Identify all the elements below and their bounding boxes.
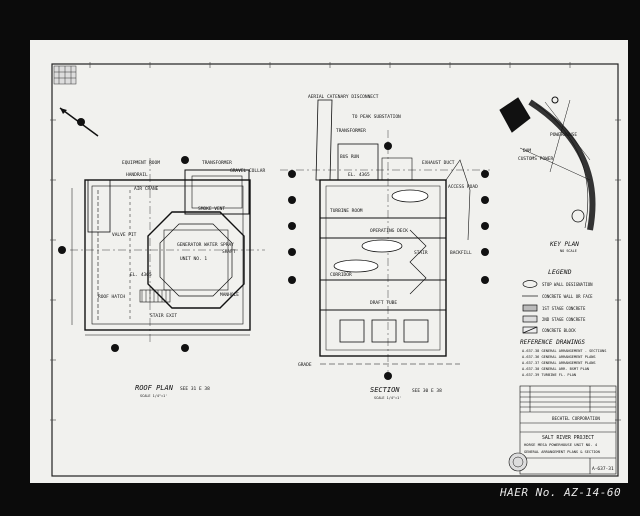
legend-title: LEGEND [548,268,572,276]
section-title: SECTION [370,386,400,394]
svg-text:A-637-36 GENERAL ARRANGEMENT: A-637-36 GENERAL ARRANGEMENT PLANS [522,355,596,359]
section-ref: SEE 30 E 38 [412,388,442,394]
key-plan-scale: NO SCALE [560,249,577,253]
key-plan [499,96,596,231]
section-callout-oval-2 [361,239,403,253]
roof-plan-scale: SCALE 1/4"=1' [140,394,167,398]
reference-title: REFERENCE DRAWINGS [520,339,585,346]
svg-text:SHAFT: SHAFT [222,249,236,255]
svg-text:AIR CRANE: AIR CRANE [134,186,159,192]
title-company: BECHTEL CORPORATION [552,416,600,421]
title-sheet-number: A-637-31 [592,466,614,472]
section-scale: SCALE 1/4"=1' [374,396,401,400]
title-block [519,385,617,475]
svg-text:DAM: DAM [523,148,531,154]
svg-text:GRADE: GRADE [298,362,312,368]
svg-text:DRAFT TUBE: DRAFT TUBE [370,300,397,306]
svg-text:VALVE PIT: VALVE PIT [112,232,137,238]
drawing-sheet: EQUIPMENT ROOM HANDRAIL TRANSFORMER GRAV… [30,40,628,483]
sheet-border [51,63,619,477]
svg-text:POWERHOUSE: POWERHOUSE [550,132,577,138]
roof-plan [70,158,265,345]
section-view [280,99,490,380]
svg-text:ACCESS ROAD: ACCESS ROAD [448,184,478,190]
svg-text:UNIT NO. 1: UNIT NO. 1 [180,256,207,262]
svg-text:TURBINE ROOM: TURBINE ROOM [330,208,363,214]
reference-items: A-637-38 GENERAL ARRANGEMENT - SECTIONS … [522,349,606,377]
key-plan-labels: POWERHOUSE DAM CUSTOMS POWER [518,132,577,162]
svg-text:EL. 4365: EL. 4365 [348,172,370,178]
svg-text:A-637-30 GENERAL ARR. BSMT PL: A-637-30 GENERAL ARR. BSMT PLAN [522,367,589,371]
svg-text:BACKFILL: BACKFILL [450,250,472,256]
svg-text:CONCRETE BLOCK: CONCRETE BLOCK [542,328,576,333]
svg-text:BUS RUN: BUS RUN [340,154,359,160]
roof-plan-title: ROOF PLAN [135,384,174,392]
corner-grid [53,65,77,85]
legend-swatches [522,280,538,334]
haer-stamp: HAER No. AZ-14-60 [500,486,622,499]
title-project: SALT RIVER PROJECT [542,435,594,441]
svg-text:ROOF HATCH: ROOF HATCH [98,294,125,300]
svg-text:TRANSFORMER: TRANSFORMER [202,160,232,166]
svg-text:EL. 4365: EL. 4365 [130,272,152,278]
svg-text:STOP WALL DESIGNATION: STOP WALL DESIGNATION [542,282,593,287]
svg-text:SMOKE VENT: SMOKE VENT [198,206,225,212]
svg-text:MANHOLE: MANHOLE [220,292,239,298]
section-labels: AERIAL CATENARY DISCONNECT TO PEAK SUBST… [298,94,478,368]
title-drawing-title: GENERAL ARRANGEMENT PLANS & SECTION [524,450,600,454]
svg-text:EXHAUST DUCT: EXHAUST DUCT [422,160,455,166]
svg-text:EQUIPMENT ROOM: EQUIPMENT ROOM [122,160,160,166]
title-subtitle: HORSE MESA POWERHOUSE UNIT NO. 4 [524,442,598,447]
section-gridmarks [288,142,489,380]
roof-plan-labels: EQUIPMENT ROOM HANDRAIL TRANSFORMER GRAV… [98,160,266,319]
svg-text:2ND STAGE CONCRETE: 2ND STAGE CONCRETE [542,317,586,322]
svg-text:CORRIDOR: CORRIDOR [330,272,352,278]
north-arrow-icon [59,107,99,137]
svg-text:1ST STAGE CONCRETE: 1ST STAGE CONCRETE [542,306,586,311]
svg-text:CONCRETE WALL OR FACE: CONCRETE WALL OR FACE [542,294,593,299]
svg-text:GRAVEL COLLAR: GRAVEL COLLAR [230,168,266,174]
section-callout-oval [391,189,429,203]
roof-plan-gridmarks [58,156,189,352]
svg-text:STAIR: STAIR [414,250,428,256]
svg-text:A-637-39 TURBINE FL. PLAN: A-637-39 TURBINE FL. PLAN [522,373,576,377]
drawing-canvas: EQUIPMENT ROOM HANDRAIL TRANSFORMER GRAV… [50,62,621,477]
svg-text:AERIAL CATENARY DISCONNECT: AERIAL CATENARY DISCONNECT [308,94,379,100]
svg-text:A-637-38 GENERAL ARRANGEMENT: A-637-38 GENERAL ARRANGEMENT - SECTIONS [522,349,606,353]
svg-text:OPERATING DECK: OPERATING DECK [370,228,408,234]
survey-seal-icon [508,452,528,472]
key-plan-title: KEY PLAN [549,241,579,248]
svg-text:HANDRAIL: HANDRAIL [126,172,148,178]
svg-text:CUSTOMS POWER: CUSTOMS POWER [518,156,554,162]
svg-text:TRANSFORMER: TRANSFORMER [336,128,366,134]
border-ticks [50,62,621,421]
svg-text:TO PEAK SUBSTATION: TO PEAK SUBSTATION [352,114,401,120]
svg-text:A-637-37 GENERAL ARRANGEMENT: A-637-37 GENERAL ARRANGEMENT PLANS [522,361,596,365]
legend-items: STOP WALL DESIGNATION CONCRETE WALL OR F… [542,282,593,333]
roof-plan-ref: SEE 31 E 38 [180,386,210,392]
section-callout-oval-3 [333,259,379,273]
svg-text:GENERATOR WATER SPRAY: GENERATOR WATER SPRAY [177,242,234,248]
svg-text:STAIR EXIT: STAIR EXIT [150,313,177,319]
